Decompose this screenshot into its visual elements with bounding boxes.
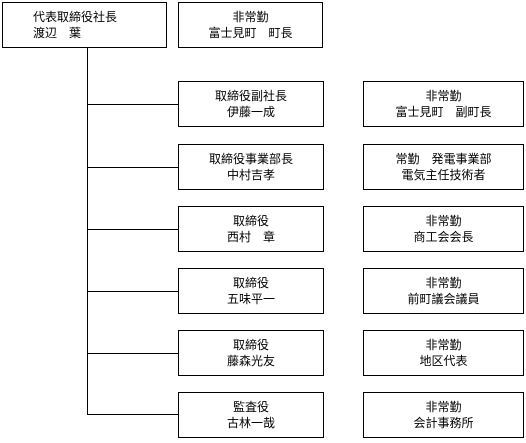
officer-role-box: 非常勤 前町議会議員 <box>363 268 524 314</box>
org-trunk-line <box>87 48 88 414</box>
president-role-line2: 富士見町 町長 <box>208 26 293 40</box>
officer-role-line1: 常勤 発電事業部 <box>395 152 492 166</box>
branch-line-4 <box>87 291 178 292</box>
president-box: 代表取締役社長 渡辺 葉 <box>2 2 167 48</box>
officer-box: 取締役事業部長 中村吉孝 <box>178 144 324 190</box>
branch-line-5 <box>87 353 178 354</box>
officer-title: 取締役事業部長 <box>208 152 293 166</box>
officer-role-box: 非常勤 富士見町 副町長 <box>363 81 524 127</box>
officer-name: 五味平一 <box>226 292 275 306</box>
president-role-line1: 非常勤 <box>232 10 269 24</box>
officer-name: 古林一哉 <box>226 416 275 430</box>
president-title: 代表取締役社長 <box>33 10 118 24</box>
officer-title: 取締役 <box>232 276 269 290</box>
officer-role-box: 非常勤 地区代表 <box>363 330 524 376</box>
officer-box: 取締役副社長 伊藤一成 <box>178 81 324 127</box>
president-role-box: 非常勤 富士見町 町長 <box>178 2 323 48</box>
officer-name: 藤森光友 <box>226 354 275 368</box>
officer-role-line1: 非常勤 <box>425 89 462 103</box>
officer-box: 取締役 西村 章 <box>178 206 324 252</box>
officer-role-box: 非常勤 会計事務所 <box>363 392 524 438</box>
officer-role-line1: 非常勤 <box>425 338 462 352</box>
officer-role-line1: 非常勤 <box>425 400 462 414</box>
officer-role-line2: 地区代表 <box>419 354 468 368</box>
officer-role-line2: 前町議会議員 <box>407 292 480 306</box>
branch-line-2 <box>87 167 178 168</box>
officer-box: 監査役 古林一哉 <box>178 392 324 438</box>
president-name: 渡辺 葉 <box>33 26 82 40</box>
officer-name: 西村 章 <box>226 230 275 244</box>
branch-line-3 <box>87 229 178 230</box>
officer-role-line1: 非常勤 <box>425 276 462 290</box>
officer-box: 取締役 五味平一 <box>178 268 324 314</box>
officer-role-box: 常勤 発電事業部 電気主任技術者 <box>363 144 524 190</box>
officer-name: 伊藤一成 <box>226 105 275 119</box>
officer-box: 取締役 藤森光友 <box>178 330 324 376</box>
officer-title: 取締役副社長 <box>214 89 287 103</box>
officer-title: 監査役 <box>232 400 269 414</box>
officer-title: 取締役 <box>232 214 269 228</box>
officer-name: 中村吉孝 <box>226 168 275 182</box>
officer-title: 取締役 <box>232 338 269 352</box>
officer-role-line2: 電気主任技術者 <box>401 168 486 182</box>
officer-role-box: 非常勤 商工会会長 <box>363 206 524 252</box>
officer-role-line1: 非常勤 <box>425 214 462 228</box>
branch-line-1 <box>87 104 178 105</box>
branch-line-6 <box>87 414 178 415</box>
officer-role-line2: 会計事務所 <box>413 416 474 430</box>
officer-role-line2: 富士見町 副町長 <box>395 105 492 119</box>
officer-role-line2: 商工会会長 <box>413 230 474 244</box>
